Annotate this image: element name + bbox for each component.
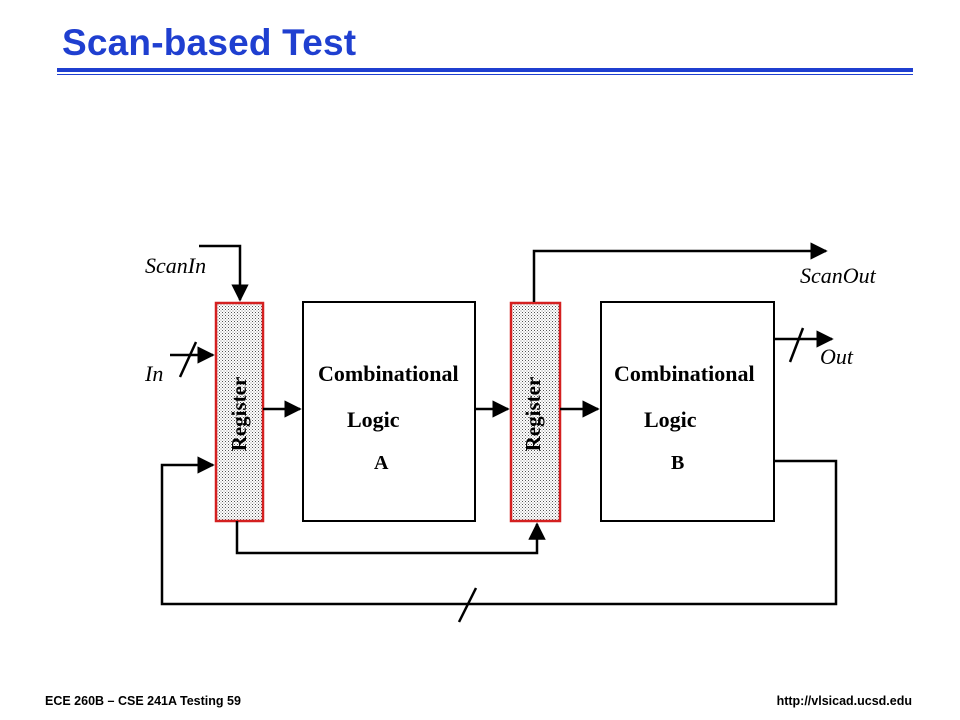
logic-a-line1: Combinational	[318, 361, 459, 386]
logic-a-line3: A	[374, 452, 389, 474]
logic-a-line2: Logic	[347, 407, 400, 432]
register-left	[214, 301, 265, 523]
slide-title: Scan-based Test	[62, 22, 357, 63]
scan-out-wire	[532, 242, 828, 302]
in-label: In	[144, 361, 163, 386]
logic-b-line3: B	[671, 452, 684, 474]
register-left-label: Register	[227, 377, 251, 452]
out-label: Out	[820, 344, 854, 369]
scan-in-label: ScanIn	[145, 253, 206, 278]
footer-course: ECE 260B – CSE 241A Testing 59	[45, 694, 241, 708]
logic-b-line2: Logic	[644, 407, 697, 432]
scan-chain-wire	[235, 521, 546, 555]
logic-block-a	[302, 301, 476, 522]
title-underline-thin	[57, 74, 913, 75]
logic-b-line1: Combinational	[614, 361, 755, 386]
register-right	[509, 301, 562, 523]
scan-in-wire	[199, 244, 249, 302]
title-underline	[57, 68, 913, 72]
in-bus-slash	[178, 341, 198, 378]
out-bus-slash	[788, 327, 805, 363]
feedback-bus-slash	[457, 587, 478, 623]
feedback-wire	[160, 456, 838, 606]
logic-block-b	[600, 301, 775, 522]
footer-url: http://vlsicad.ucsd.edu	[776, 694, 912, 708]
register-right-label: Register	[521, 377, 545, 452]
scan-out-label: ScanOut	[800, 263, 877, 288]
